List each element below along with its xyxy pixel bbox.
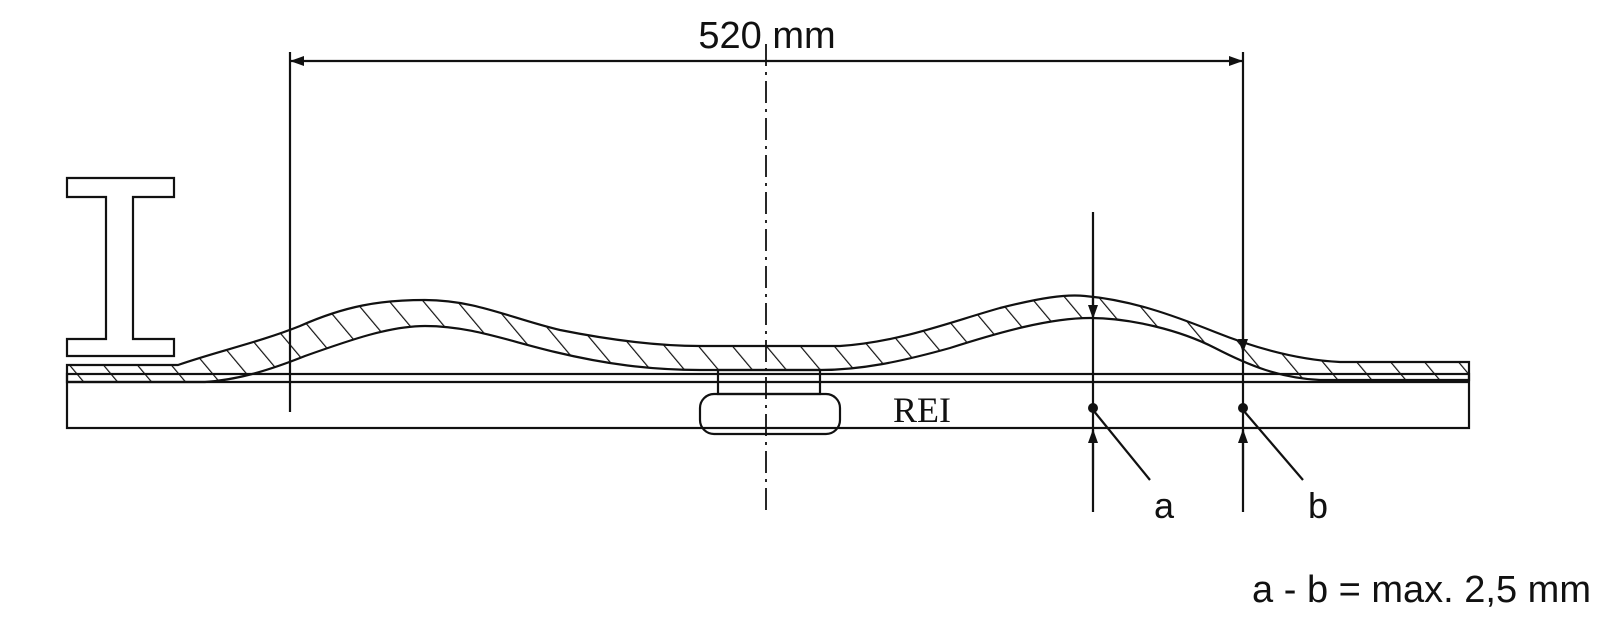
tolerance-formula: a - b = max. 2,5 mm [1252, 569, 1591, 611]
leader-a [1092, 409, 1151, 481]
rail-clamp-lower [698, 392, 842, 436]
dimension-label: 520 mm [698, 15, 835, 57]
hatched-wavy-sheet [65, 294, 1471, 384]
marker-b-label: b [1308, 485, 1328, 526]
rail-label: REI [893, 390, 951, 430]
marker-a-label: a [1154, 485, 1175, 526]
base-rail [65, 372, 1471, 430]
i-beam-profile [65, 176, 176, 358]
point-a [1088, 403, 1098, 413]
leader-b [1242, 409, 1304, 481]
point-b [1238, 403, 1248, 413]
